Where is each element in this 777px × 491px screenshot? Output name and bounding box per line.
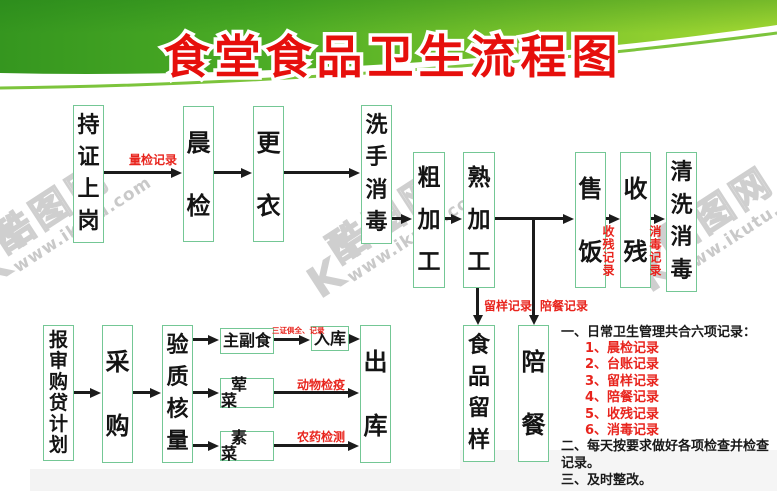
edge-label-disinfect-record: 消毒记录 — [648, 225, 662, 277]
arrow-procurement-to-quality — [133, 391, 150, 394]
notes-item: 1、晨检记录 — [585, 341, 660, 356]
arrow-cooked-to-mealsale — [495, 217, 563, 220]
watermark-brand: 酷图网 — [319, 149, 479, 272]
edge-label-dining-record: 陪餐记录 — [540, 299, 589, 313]
flow-box-vegetable-dish: 素菜 — [220, 430, 274, 462]
arrow-vegetable-to-storageout — [274, 444, 348, 447]
arrow-cooked-to-foodsample — [476, 288, 479, 315]
flow-box-cooked-processing: 熟加工 — [463, 152, 495, 288]
flow-box-hold-certificate: 持证上岗 — [73, 105, 104, 243]
arrow-quality-to-vegetable — [193, 444, 208, 447]
flow-box-meat-dish: 荤菜 — [220, 377, 274, 409]
arrow-changeclothes-to-wash — [284, 171, 349, 174]
arrow-staple-to-storagein — [274, 338, 299, 341]
flow-box-storage-in: 入库 — [311, 326, 349, 351]
notes-item: 5、收残记录 — [585, 406, 660, 422]
notes-line-three: 三、及时整改。 — [561, 473, 653, 489]
edge-label-measure-record: 量检记录 — [128, 153, 177, 167]
flow-box-accompany-dining: 陪餐 — [518, 325, 549, 462]
arrow-rough-to-cooked — [445, 217, 451, 220]
flow-box-staple-food: 主副食 — [220, 328, 274, 354]
arrow-plan-to-procurement — [74, 391, 90, 394]
flow-box-food-sample: 食品留样 — [463, 325, 495, 462]
flow-box-procurement: 采购 — [102, 325, 133, 463]
scan-tint-corner — [460, 450, 777, 491]
header-curve-line — [0, 31, 777, 90]
arrow-certificate-to-morningcheck — [104, 171, 171, 174]
edge-label-three-certs: 三证俱全、记录 — [272, 326, 325, 335]
flow-box-quality-check: 验质核量 — [162, 325, 193, 463]
flow-box-morning-check: 晨检 — [183, 106, 214, 242]
arrow-leftover-to-cleaning — [650, 217, 654, 220]
page-title: 食堂食品卫生流程图 — [164, 30, 623, 84]
arrow-quality-to-meat — [193, 391, 208, 394]
arrow-mealsale-to-leftover — [605, 217, 609, 220]
flow-box-cleaning-disinfection: 清洗消毒 — [666, 152, 697, 292]
flow-box-storage-out: 出库 — [360, 325, 391, 463]
arrow-meat-to-storageout — [274, 391, 348, 394]
notes-item: 3、留样记录 — [585, 373, 660, 389]
flow-box-change-clothes: 更衣 — [253, 106, 284, 242]
watermark-logo-icon: K — [298, 247, 355, 310]
flow-box-meal-sale: 售饭 — [575, 152, 606, 288]
notes-line-two: 二、每天按要求做好各项检查并检查记录。 — [561, 439, 770, 472]
flow-box-rough-processing: 粗加工 — [413, 152, 445, 288]
header-banner: 食堂食品卫生流程图 — [0, 0, 777, 90]
notes-block: 一、日常卫生管理共合六项记录： 1、晨检记录 2、台账记录 3、留样记录 4、陪… — [561, 324, 777, 490]
edge-label-pesticide-test: 农药检测 — [297, 430, 346, 444]
watermark-logo-icon: K — [0, 237, 21, 300]
header-green-band-shade — [0, 0, 777, 74]
arrow-morningcheck-to-changeclothes — [214, 171, 241, 174]
arrow-quality-to-staple — [193, 338, 208, 341]
edge-label-sample-record: 留样记录 — [484, 299, 533, 313]
flow-box-leftover-collection: 收残 — [620, 152, 651, 288]
notes-item: 2、台账记录 — [585, 357, 660, 373]
edge-label-animal-quarantine: 动物检疫 — [297, 378, 346, 392]
flow-box-purchase-plan: 报审购贷计划 — [43, 325, 74, 461]
notes-item: 4、陪餐记录 — [585, 390, 660, 406]
edge-label-leftover-record: 收残记录 — [601, 225, 615, 277]
notes-heading: 一、日常卫生管理共合六项记录： — [561, 325, 757, 340]
arrow-branch-to-accompany — [532, 218, 535, 315]
arrow-wash-to-rough — [391, 217, 401, 220]
flow-box-wash-disinfect: 洗手消毒 — [361, 105, 392, 244]
notes-item: 6、消毒记录 — [585, 423, 660, 439]
